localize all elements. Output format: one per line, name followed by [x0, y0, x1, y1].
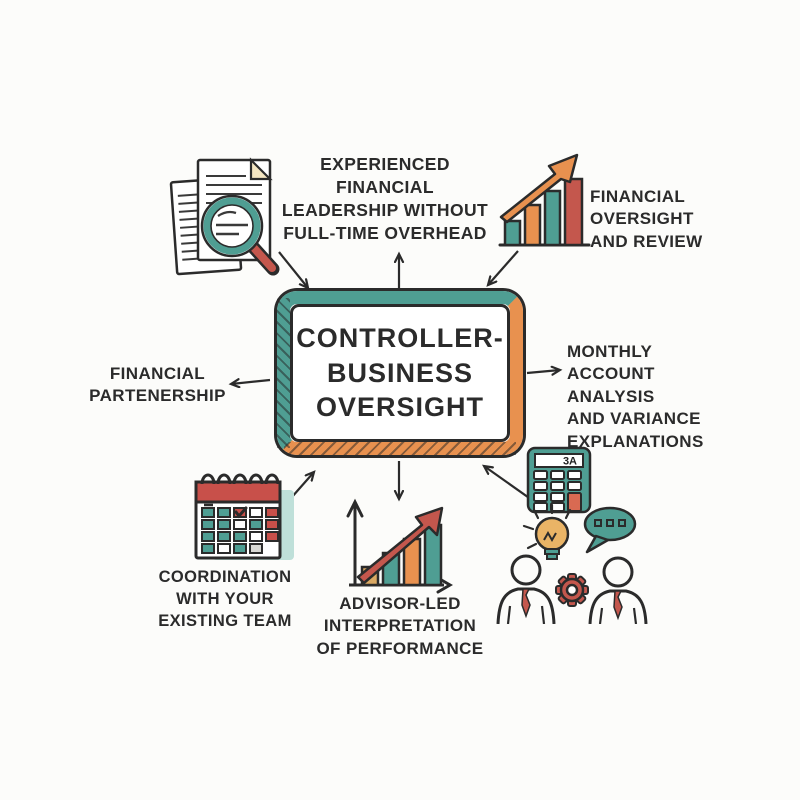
label-right: MONTHLY ACCOUNT ANALYSIS AND VARIANCE EX…: [567, 342, 704, 451]
magnifier-icon: [200, 194, 280, 276]
calculator-icon: 3A: [526, 446, 592, 514]
calendar-icon: [194, 473, 294, 560]
lightbulb-icon: [534, 516, 570, 560]
calendar-binding-rings: [200, 473, 280, 485]
label-top: EXPERIENCED FINANCIAL LEADERSHIP WITHOUT…: [281, 154, 489, 244]
lightbulb-rays: [522, 503, 572, 550]
up-trend-arrow-icon: [356, 506, 444, 585]
gear-icon: [555, 573, 589, 607]
connector-arrow-right: [526, 370, 560, 373]
central-node-title: CONTROLLER- BUSINESS OVERSIGHT: [296, 323, 504, 423]
central-node: CONTROLLER- BUSINESS OVERSIGHT: [277, 291, 523, 455]
up-trend-arrow-icon: [499, 153, 579, 224]
connector-arrow-top-right: [488, 250, 519, 285]
central-node-panel: CONTROLLER- BUSINESS OVERSIGHT: [290, 304, 510, 442]
documents-magnifier-icon: [169, 157, 280, 276]
checkmark-icon: [234, 506, 248, 519]
person-left: [496, 554, 556, 624]
label-top-right: FINANCIAL OVERSIGHT AND REVIEW: [590, 187, 703, 251]
person-right: [588, 556, 648, 624]
label-left: FINANCIAL PARTENERSHIP: [89, 364, 226, 406]
growth-bar-chart-icon: [498, 153, 591, 247]
team-collaboration-icon: [496, 503, 648, 624]
calculator-buttons: [533, 470, 582, 512]
speech-bubble-icon: [583, 506, 637, 554]
label-bottom-left: COORDINATION WITH YOUR EXISTING TEAM: [158, 568, 292, 630]
calculator-display: 3A: [563, 456, 577, 468]
performance-chart-icon: [346, 498, 453, 594]
calendar-grid: [201, 507, 279, 554]
label-bottom: ADVISOR-LED INTERPRETATION OF PERFORMANC…: [316, 594, 484, 658]
tie-icon: [613, 590, 623, 621]
tie-icon: [521, 588, 531, 619]
